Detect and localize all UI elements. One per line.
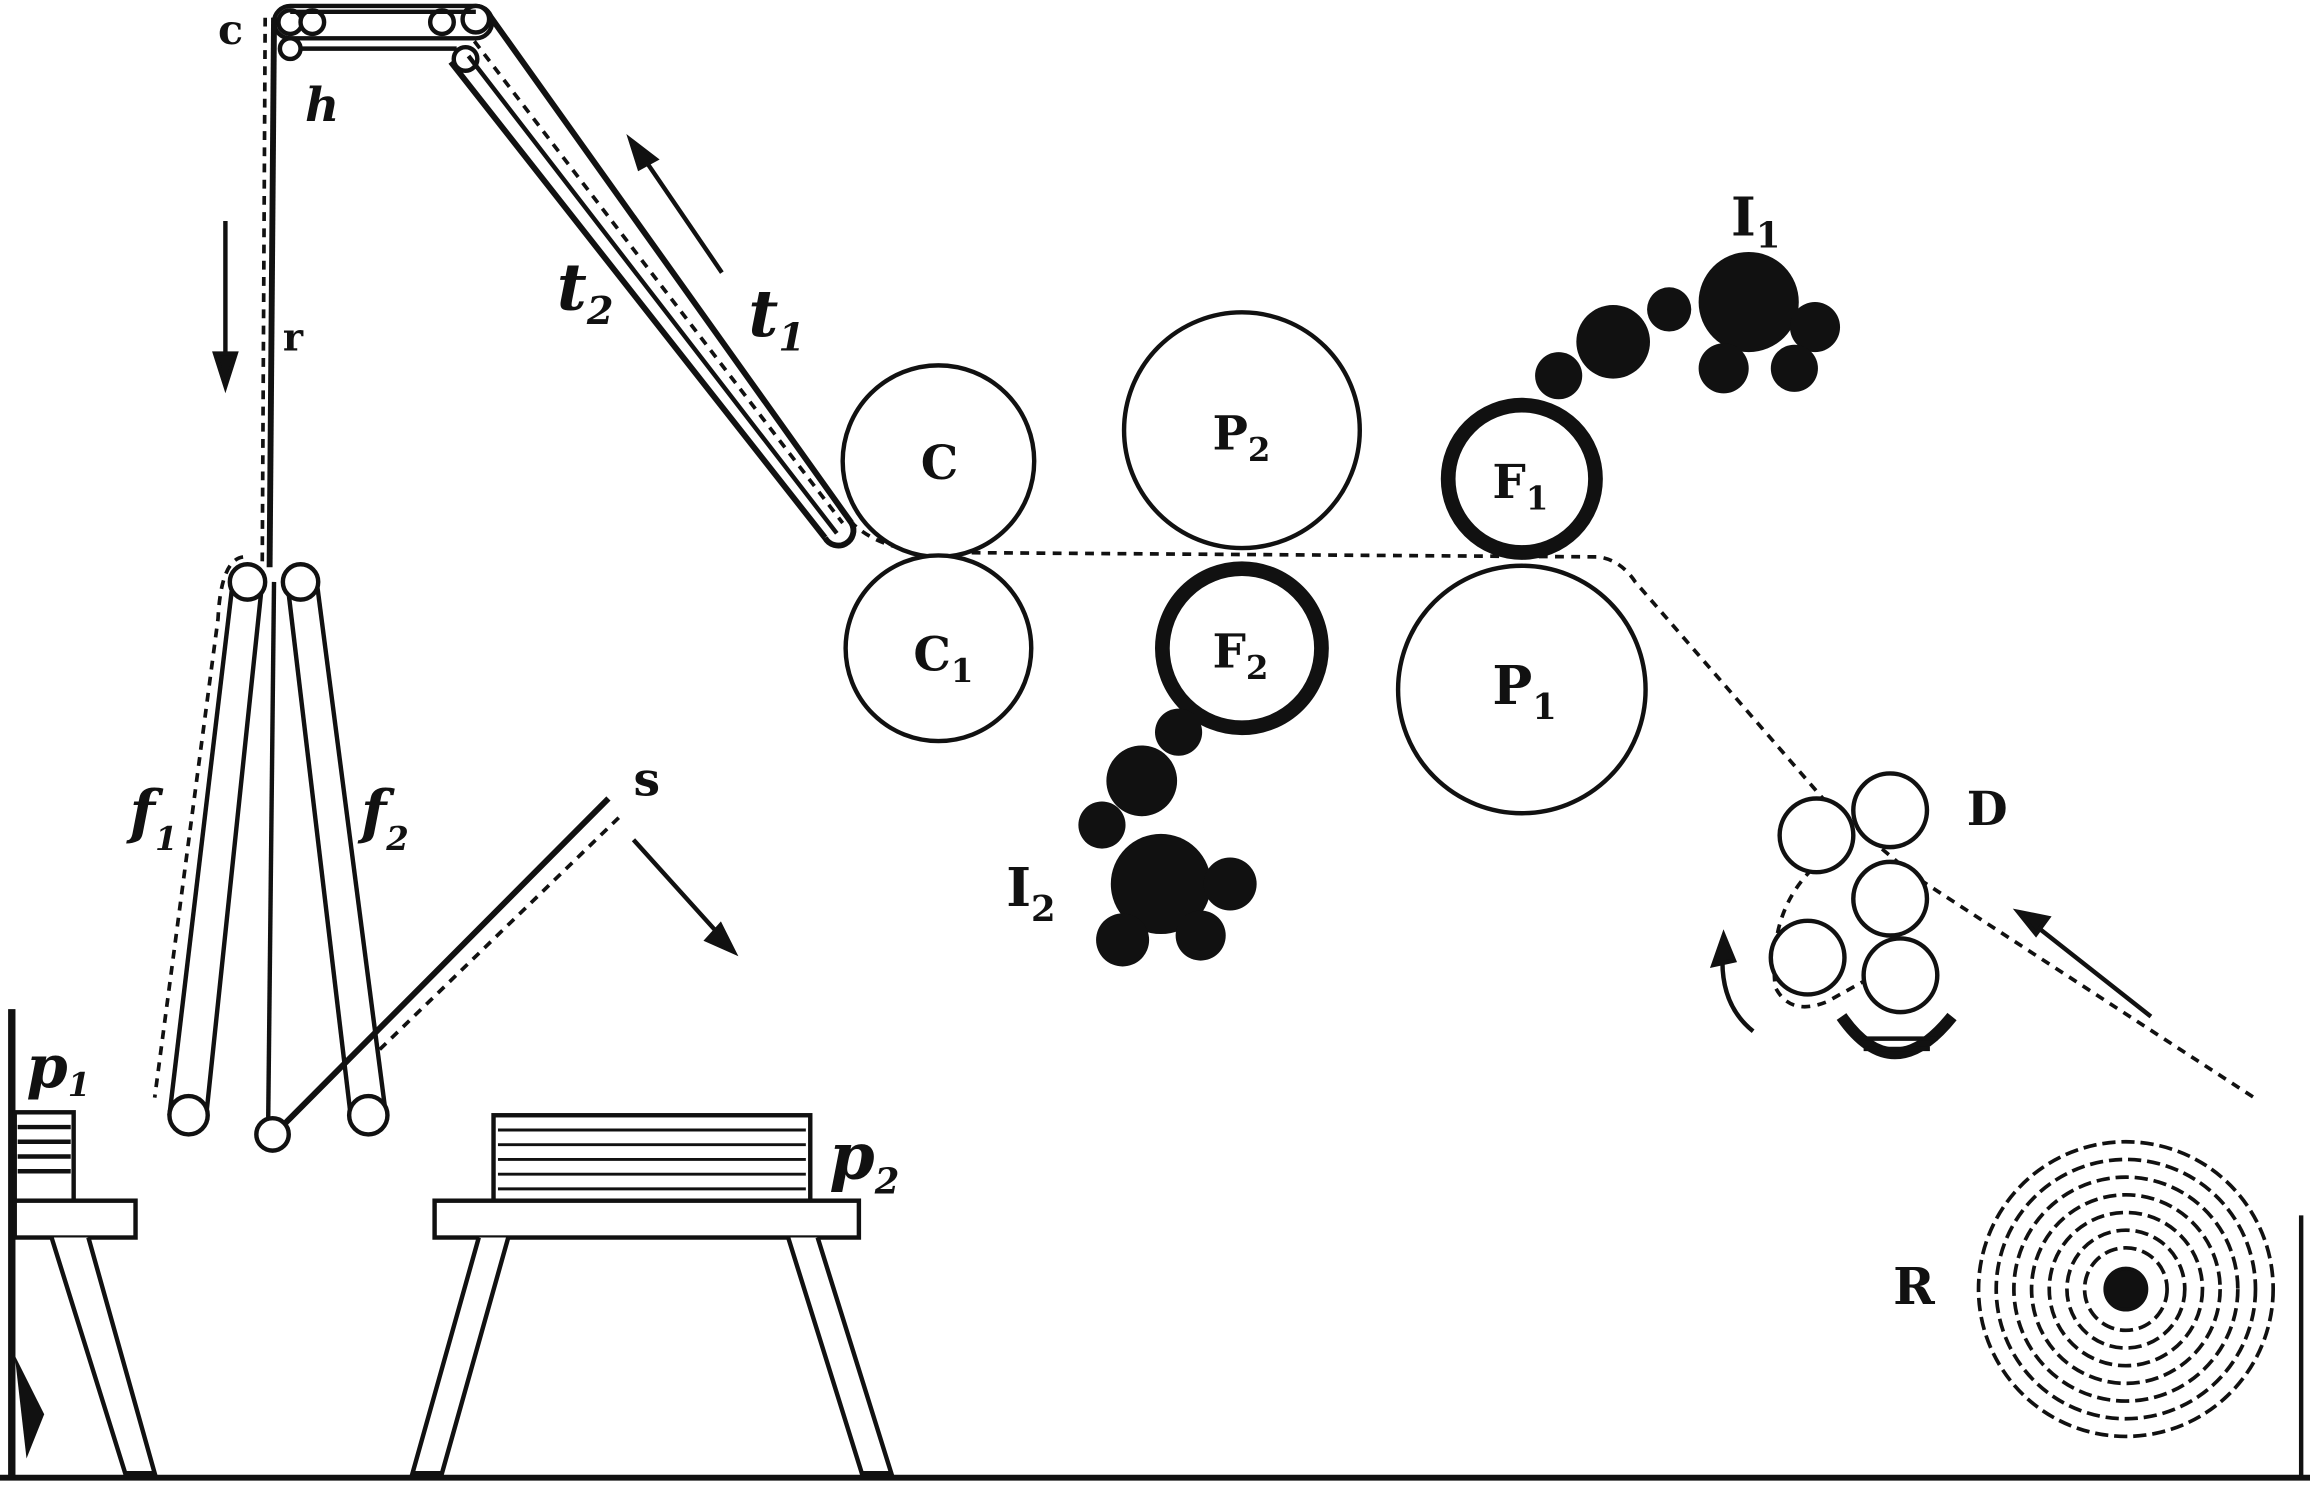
- inking-rollers-I2: [1078, 708, 1257, 967]
- delivery-tapes: [448, 13, 857, 549]
- label-D: D: [1967, 782, 2008, 837]
- label-f1: f1: [126, 777, 178, 858]
- label-p2: p2: [829, 1119, 899, 1203]
- paper-reel-R: [1976, 1139, 2276, 1439]
- label-C1: C1: [913, 627, 973, 690]
- damping-rollers-D: [1768, 771, 1957, 1060]
- label-p1: p1: [27, 1032, 91, 1104]
- sheet-guide-s: [283, 796, 621, 1125]
- label-I2: I2: [1006, 856, 1055, 930]
- label-t2: t2: [557, 249, 614, 334]
- cylinder-P1: [1395, 563, 1648, 816]
- labels: c h r t2 t1 C C1 P2 F2 F1 P1 I1 I2 f1 f2…: [27, 5, 2008, 1316]
- label-C: C: [921, 436, 959, 491]
- label-c: c: [218, 5, 243, 54]
- label-I1: I1: [1731, 186, 1780, 257]
- direction-arrows: [212, 133, 2153, 1034]
- table-p1: [12, 1110, 158, 1476]
- cylinder-F2: [1155, 561, 1329, 736]
- label-t1: t1: [748, 276, 805, 361]
- label-R: R: [1893, 1257, 1935, 1316]
- label-s: s: [633, 753, 660, 808]
- cylinder-C1: [843, 553, 1034, 744]
- top-rollers: [271, 3, 495, 73]
- vertical-tape-r: [260, 17, 277, 568]
- label-h: h: [305, 78, 339, 133]
- label-F1: F1: [1492, 455, 1548, 518]
- inking-rollers-I1: [1535, 251, 1841, 400]
- cylinder-F1: [1440, 397, 1603, 560]
- table-p2: [409, 1113, 895, 1476]
- label-P2: P2: [1212, 406, 1270, 469]
- label-f2: f2: [357, 777, 409, 858]
- floor-and-walls: [0, 1009, 2310, 1481]
- cylinders: [840, 310, 1648, 816]
- label-F2: F2: [1212, 624, 1268, 687]
- cylinder-P2: [1121, 310, 1362, 551]
- label-r: r: [283, 316, 304, 361]
- fly-frames: [152, 555, 390, 1153]
- label-P1: P1: [1492, 654, 1556, 728]
